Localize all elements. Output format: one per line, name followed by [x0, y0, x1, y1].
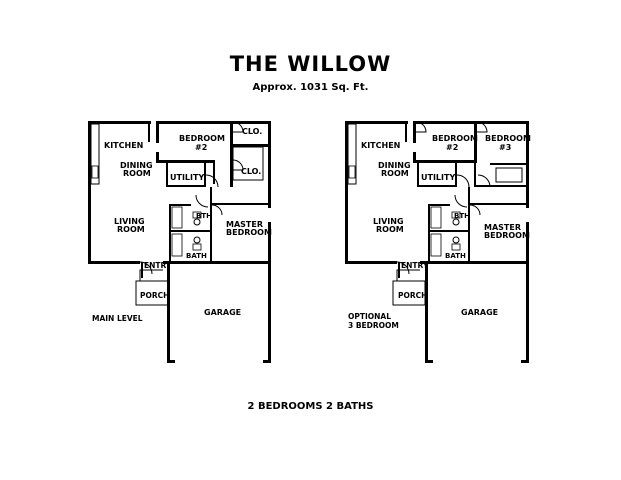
plan-caption-optional: OPTIONAL	[348, 312, 391, 321]
room-label-garage: GARAGE	[204, 308, 241, 317]
room-label-kitchen: KITCHEN	[104, 141, 143, 150]
room-label-master: MASTER	[484, 223, 521, 232]
bed-bath-summary: 2 BEDROOMS 2 BATHS	[247, 401, 374, 412]
room-label-bedroom-2: BEDROOM	[432, 134, 478, 143]
room-label-dining: DINING	[120, 161, 153, 170]
room-label-dining: DINING	[378, 161, 411, 170]
room-label-porch: PORCH	[398, 291, 427, 300]
room-label-bath-upper: BTH	[196, 212, 212, 220]
room-label-bath-lower: BATH	[445, 252, 466, 260]
room-label-porch: PORCH	[140, 291, 169, 300]
room-label-utility: UTILITY	[170, 173, 204, 182]
room-label-master-bedroom: BEDROOM	[226, 228, 272, 237]
room-label-bedroom-2-number: #2	[195, 143, 207, 152]
floor-plan-optional-3-bedroom: KITCHEN DINING ROOM BEDROOM #2 BEDROOM #…	[345, 121, 531, 363]
room-label-kitchen: KITCHEN	[361, 141, 400, 150]
room-label-living-room: ROOM	[376, 225, 404, 234]
room-label-entry: ENTRY	[144, 261, 172, 270]
square-footage: Approx. 1031 Sq. Ft.	[252, 82, 369, 93]
room-label-entry: ENTRY	[401, 261, 429, 270]
room-label-living: LIVING	[114, 217, 145, 226]
room-label-bedroom-3-number: #3	[499, 143, 511, 152]
room-label-dining-room: ROOM	[123, 169, 151, 178]
room-label-living-room: ROOM	[117, 225, 145, 234]
room-label-bedroom-2-number: #2	[446, 143, 458, 152]
room-label-utility: UTILITY	[421, 173, 455, 182]
floor-plan-main-level: KITCHEN DINING ROOM BEDROOM #2 CLO. CLO.…	[88, 121, 272, 363]
room-label-closet-b: CLO.	[241, 167, 261, 176]
room-label-bedroom-3: BEDROOM	[485, 134, 531, 143]
room-label-living: LIVING	[373, 217, 404, 226]
room-label-master: MASTER	[226, 220, 263, 229]
room-label-garage: GARAGE	[461, 308, 498, 317]
room-label-bath-upper: BTH	[454, 212, 470, 220]
room-label-closet-a: CLO.	[242, 127, 262, 136]
room-label-master-bedroom: BEDROOM	[484, 231, 530, 240]
plan-caption-main-level: MAIN LEVEL	[92, 314, 143, 323]
room-label-bath-lower: BATH	[186, 252, 207, 260]
plan-caption-3-bedroom: 3 BEDROOM	[348, 321, 399, 330]
room-label-dining-room: ROOM	[381, 169, 409, 178]
page-title: THE WILLOW	[229, 52, 392, 76]
room-label-bedroom-2: BEDROOM	[179, 134, 225, 143]
